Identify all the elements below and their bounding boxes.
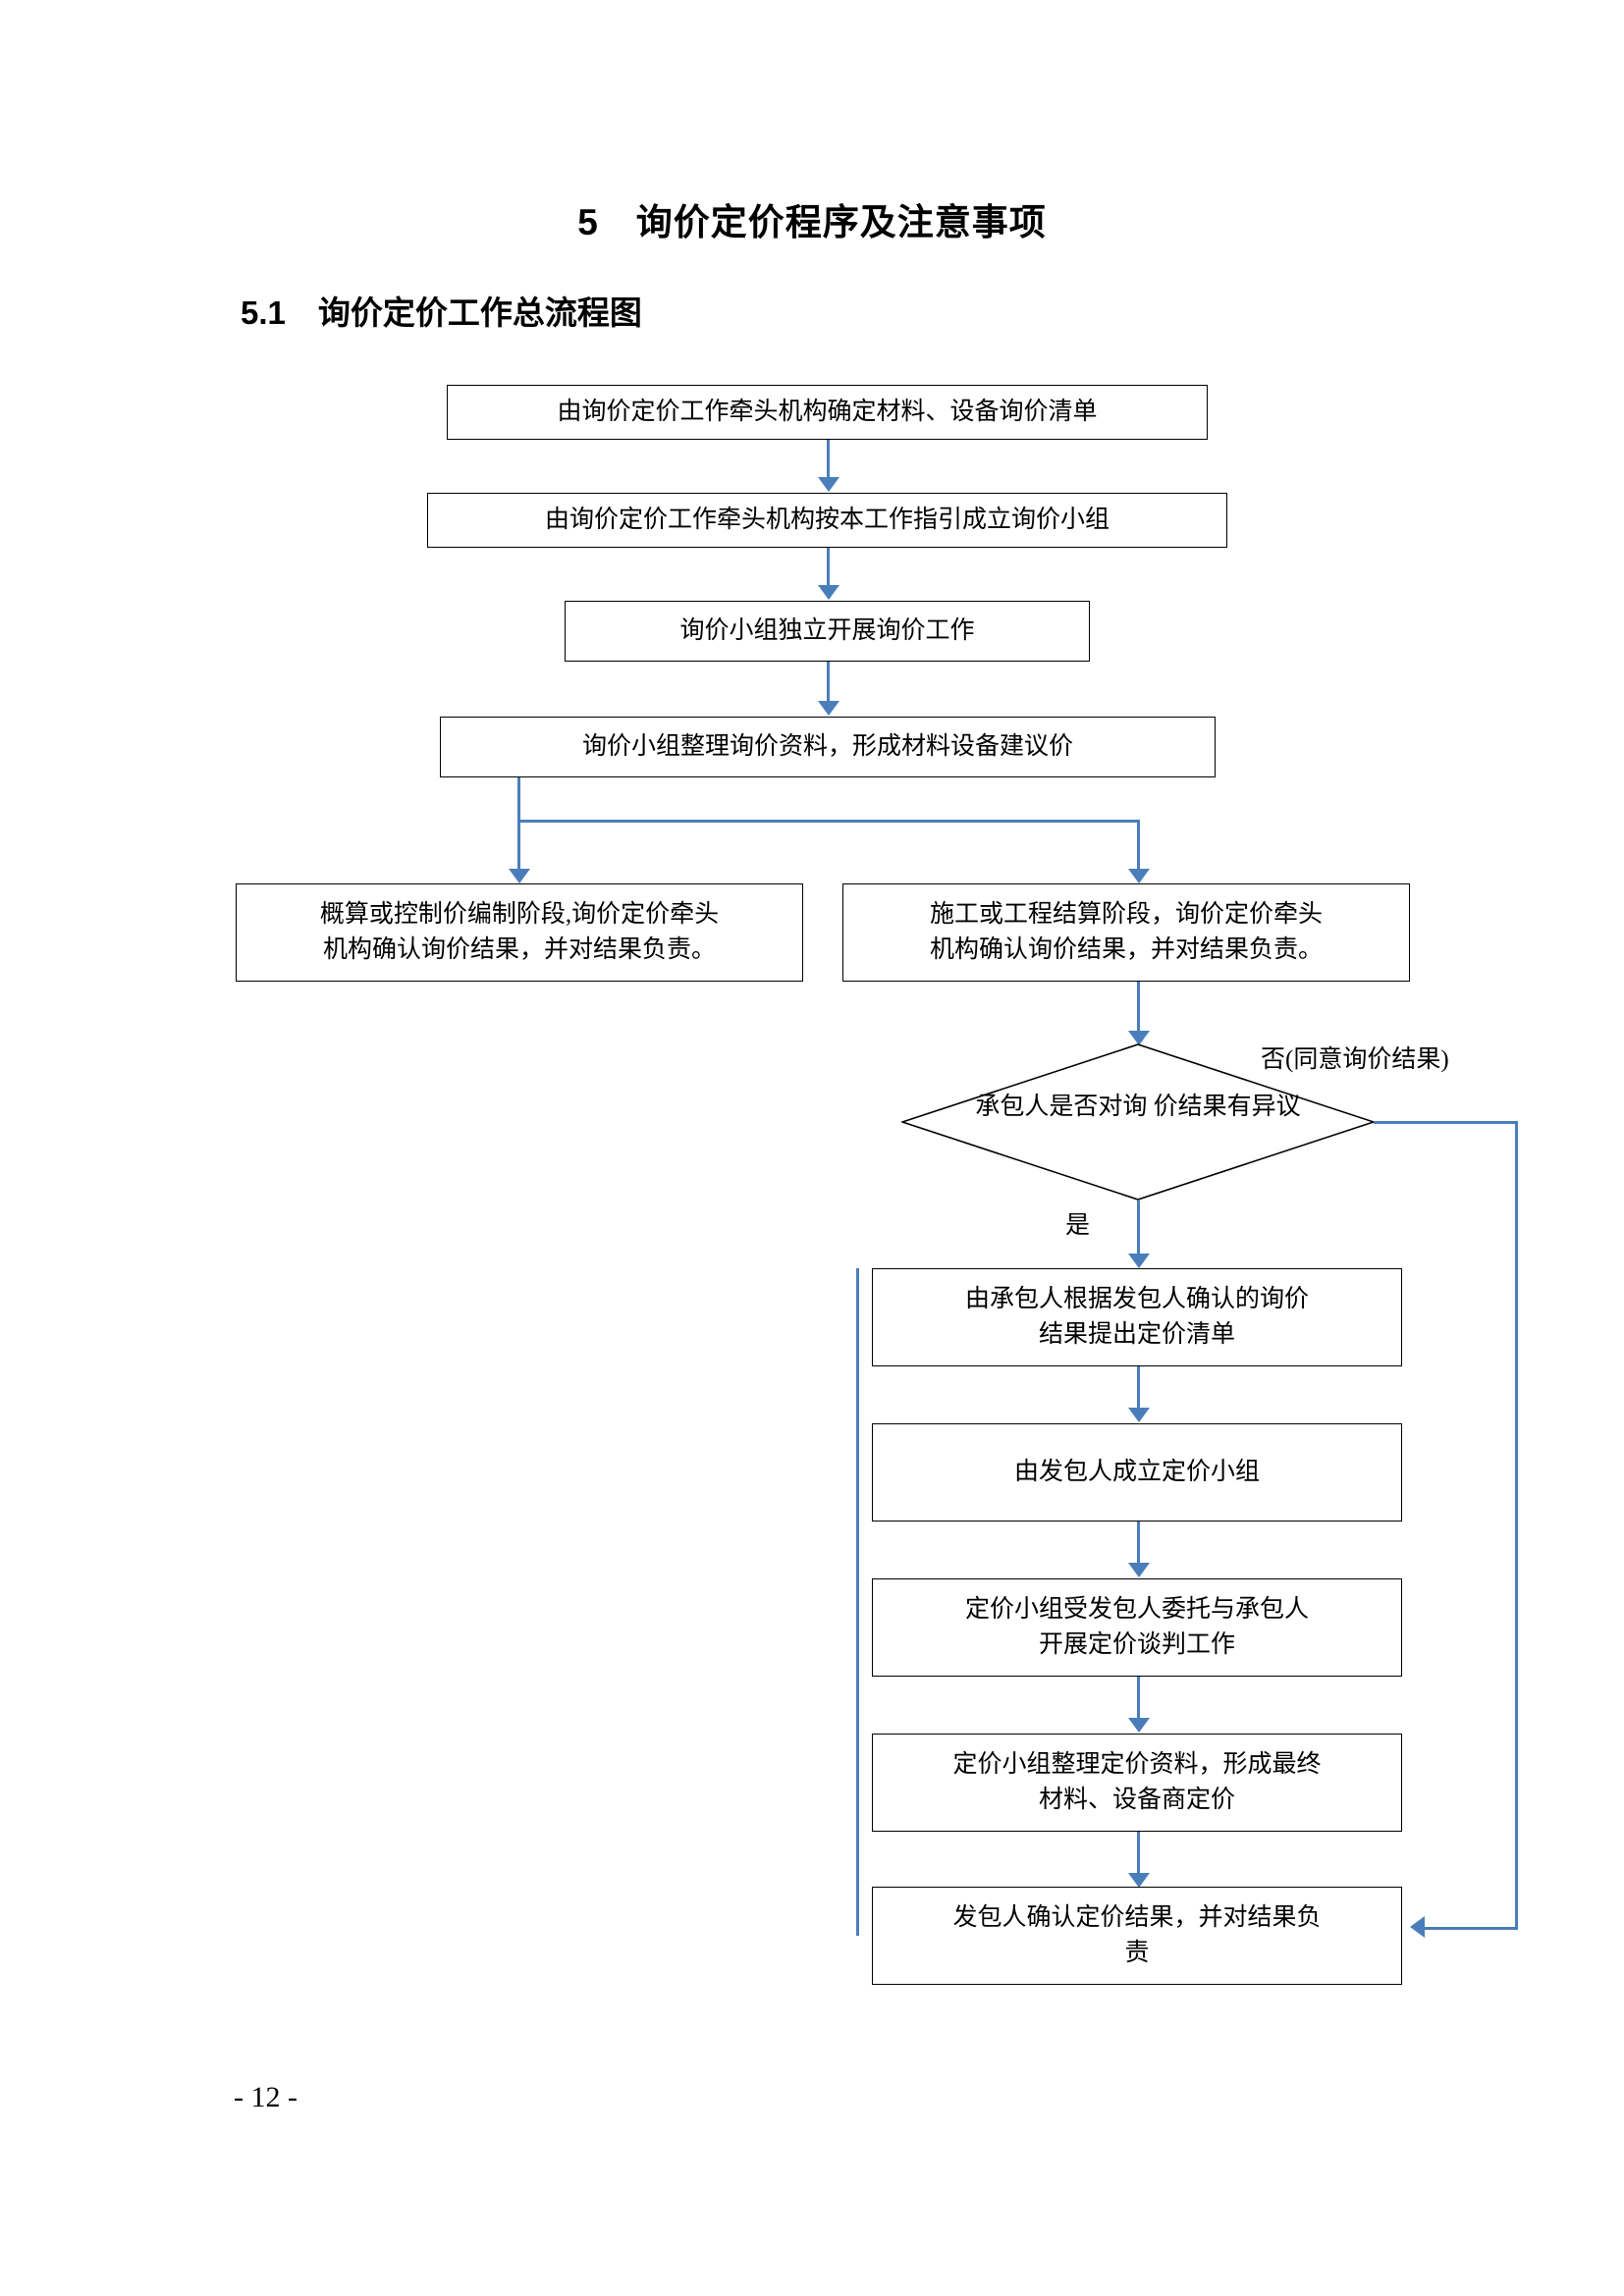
flow-node-11: 定价小组整理定价资料，形成最终 材料、设备商定价 bbox=[872, 1734, 1402, 1832]
connector-no-branch-rail bbox=[1515, 1121, 1518, 1930]
flow-node-7-line-2: 价结果有异议 bbox=[1153, 1094, 1301, 1120]
edge-label-no: 否(同意询价结果) bbox=[1261, 1046, 1449, 1073]
connector-8-9-line bbox=[1137, 1366, 1140, 1410]
flow-node-7-label: 承包人是否对询 价结果有异议 bbox=[901, 1090, 1375, 1125]
flow-node-9-label: 由发包人成立定价小组 bbox=[1013, 1458, 1260, 1485]
flow-node-1: 由询价定价工作牵头机构确定材料、设备询价清单 bbox=[447, 385, 1208, 440]
flow-node-8-line-1: 由承包人根据发包人确认的询价 bbox=[964, 1285, 1309, 1312]
connector-split-bar bbox=[517, 820, 1140, 823]
flow-node-7: 承包人是否对询 价结果有异议 bbox=[901, 1043, 1375, 1201]
flow-node-11-line-2: 材料、设备商定价 bbox=[1038, 1787, 1235, 1813]
connector-1-2-arrow bbox=[818, 477, 839, 492]
flow-node-8-line-2: 结果提出定价清单 bbox=[1038, 1321, 1235, 1348]
flow-node-10: 定价小组受发包人委托与承包人 开展定价谈判工作 bbox=[872, 1578, 1402, 1677]
connector-no-branch-out bbox=[1374, 1121, 1518, 1124]
section-heading: 5 询价定价程序及注意事项 bbox=[577, 202, 1047, 242]
flow-node-4: 询价小组整理询价资料，形成材料设备建议价 bbox=[440, 717, 1216, 777]
flow-node-9: 由发包人成立定价小组 bbox=[872, 1423, 1402, 1522]
flow-node-10-line-2: 开展定价谈判工作 bbox=[1038, 1631, 1235, 1658]
flow-node-1-label: 由询价定价工作牵头机构确定材料、设备询价清单 bbox=[557, 398, 1098, 425]
connector-9-10-line bbox=[1137, 1522, 1140, 1565]
connector-3-4-line bbox=[827, 662, 830, 703]
flow-node-2: 由询价定价工作牵头机构按本工作指引成立询价小组 bbox=[427, 493, 1227, 548]
flow-node-12-line-2: 责 bbox=[1124, 1940, 1150, 1966]
subsection-heading: 5.1 询价定价工作总流程图 bbox=[241, 294, 642, 331]
connector-split-stem bbox=[517, 777, 520, 823]
flow-node-12: 发包人确认定价结果，并对结果负 责 bbox=[872, 1887, 1402, 1985]
connector-2-3-line bbox=[827, 548, 830, 587]
connector-7-8-arrow bbox=[1128, 1254, 1150, 1268]
flow-node-6: 施工或工程结算阶段，询价定价牵头 机构确认询价结果，并对结果负责。 bbox=[842, 883, 1410, 982]
connector-7-8-line bbox=[1137, 1201, 1140, 1255]
flow-node-6-line-2: 机构确认询价结果，并对结果负责。 bbox=[929, 936, 1323, 963]
connector-9-10-arrow bbox=[1128, 1563, 1150, 1577]
connector-11-12-line bbox=[1137, 1832, 1140, 1875]
connector-10-11-line bbox=[1137, 1677, 1140, 1720]
connector-6-7-line bbox=[1137, 982, 1140, 1033]
connector-3-4-arrow bbox=[818, 701, 839, 716]
connector-4-5-arrow bbox=[509, 869, 530, 883]
flow-node-11-line-1: 定价小组整理定价资料，形成最终 bbox=[952, 1750, 1322, 1778]
connector-11-12-arrow bbox=[1128, 1873, 1150, 1888]
page-number: - 12 - bbox=[234, 2081, 298, 2113]
connector-6-7-arrow bbox=[1128, 1031, 1150, 1045]
flow-node-7-line-1: 承包人是否对询 bbox=[975, 1094, 1148, 1120]
flow-node-10-line-1: 定价小组受发包人委托与承包人 bbox=[964, 1595, 1309, 1623]
edge-label-yes: 是 bbox=[1065, 1212, 1091, 1239]
flow-node-2-label: 由询价定价工作牵头机构按本工作指引成立询价小组 bbox=[544, 506, 1110, 533]
connector-split-left bbox=[517, 820, 520, 871]
flow-node-5: 概算或控制价编制阶段,询价定价牵头 机构确认询价结果，并对结果负责。 bbox=[236, 883, 803, 982]
connector-split-right bbox=[1137, 820, 1140, 871]
diamond-shape bbox=[901, 1043, 1375, 1201]
connector-no-branch-in bbox=[1424, 1927, 1517, 1930]
flow-node-12-line-1: 发包人确认定价结果，并对结果负 bbox=[952, 1903, 1322, 1931]
connector-10-11-arrow bbox=[1128, 1718, 1150, 1733]
connector-2-3-arrow bbox=[818, 585, 839, 600]
connector-1-2-line bbox=[827, 440, 830, 479]
flow-node-6-line-1: 施工或工程结算阶段，询价定价牵头 bbox=[929, 900, 1323, 928]
connector-4-6-arrow bbox=[1128, 869, 1150, 883]
flow-node-3: 询价小组独立开展询价工作 bbox=[565, 601, 1090, 662]
left-rail-line bbox=[856, 1268, 859, 1936]
flow-node-4-label: 询价小组整理询价资料，形成材料设备建议价 bbox=[581, 732, 1073, 760]
flow-node-5-line-1: 概算或控制价编制阶段,询价定价牵头 bbox=[319, 900, 720, 928]
flow-node-5-line-2: 机构确认询价结果，并对结果负责。 bbox=[322, 936, 716, 963]
connector-no-branch-arrow bbox=[1410, 1916, 1425, 1938]
flow-node-8: 由承包人根据发包人确认的询价 结果提出定价清单 bbox=[872, 1268, 1402, 1366]
flow-node-3-label: 询价小组独立开展询价工作 bbox=[679, 616, 975, 644]
connector-8-9-arrow bbox=[1128, 1408, 1150, 1422]
